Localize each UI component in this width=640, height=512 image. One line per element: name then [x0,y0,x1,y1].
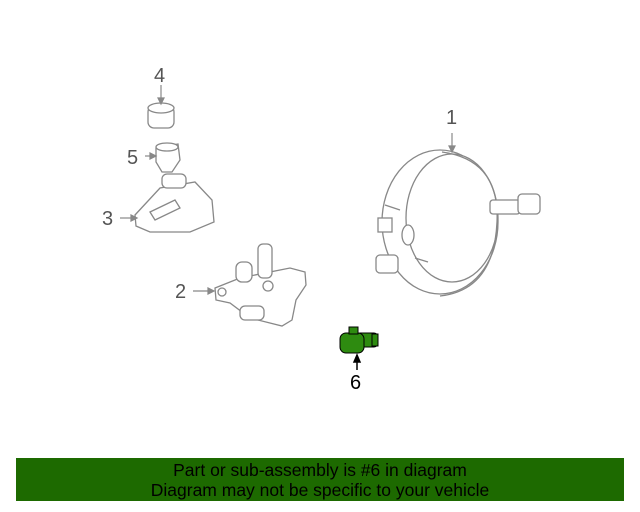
part-3-reservoir[interactable] [134,173,215,233]
part-5-strainer[interactable] [155,142,181,173]
part-4-cap[interactable] [147,102,175,129]
part-6-highlighted[interactable] [339,326,379,354]
callout-1[interactable]: 1 [446,107,457,129]
callout-4[interactable]: 4 [154,65,165,87]
parts-diagram: 1 2 3 4 5 6 [102,65,541,394]
part-2-master-cylinder[interactable] [214,243,307,327]
callout-6[interactable]: 6 [350,372,361,394]
callout-2[interactable]: 2 [175,281,186,303]
leader-lines [120,85,456,295]
info-banner: Part or sub-assembly is #6 in diagram Di… [16,458,624,501]
callout-5[interactable]: 5 [127,147,138,169]
part-1-brake-booster[interactable] [375,149,541,297]
banner-line-part-number: Part or sub-assembly is #6 in diagram [173,460,467,480]
leader-line-6 [352,353,362,370]
banner-line-disclaimer: Diagram may not be specific to your vehi… [150,480,490,500]
callout-3[interactable]: 3 [102,208,113,230]
